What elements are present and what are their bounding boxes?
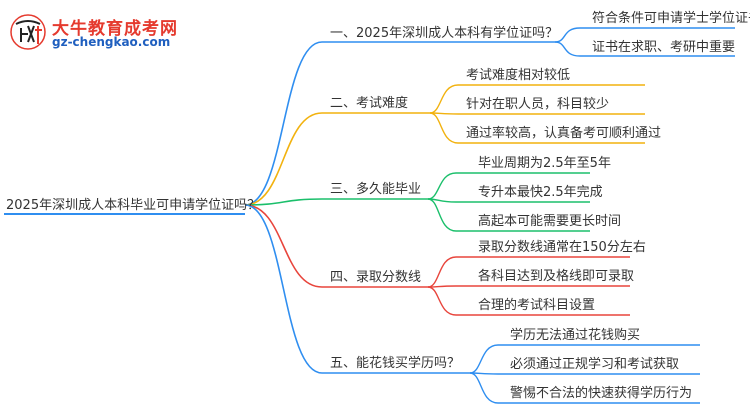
branch-5-leaf-1: 学历无法通过花钱购买: [510, 328, 641, 343]
branch-2-leaf-1: 考试难度相对较低: [466, 68, 571, 83]
branch-2-leaf-1-connector: [429, 84, 459, 114]
branch-5-leaf-1-connector: [469, 344, 499, 374]
branch-4-leaf-3: 合理的考试科目设置: [478, 298, 596, 313]
branch-2-leaf-3-connector: [429, 112, 459, 144]
branch-5-leaf-2: 必须通过正规学习和考试获取: [510, 357, 680, 372]
branch-1-leaf-2-connector: [554, 41, 581, 57]
branch-4-title: 四、录取分数线: [330, 270, 422, 285]
branch-1-title: 一、2025年深圳成人本科有学位证吗？: [330, 26, 559, 41]
branch-2-title: 二、考试难度: [330, 96, 409, 111]
site-logo[interactable]: 大牛教育成考网 gz-chengkao.com: [8, 12, 208, 52]
logo-url: gz-chengkao.com: [52, 35, 171, 49]
branch-5-leaf-3: 警惕不合法的快速获得学历行为: [510, 386, 693, 401]
branch-5-title: 五、能花钱买学历吗？: [330, 356, 461, 371]
branch-4-connector: [244, 204, 323, 288]
bull-logo-icon: [10, 14, 46, 50]
branch-4-leaf-2: 各科目达到及格线即可录取: [478, 269, 635, 284]
branch-1-connector: [244, 41, 323, 206]
branch-4-leaf-1: 录取分数线通常在150分左右: [478, 240, 646, 255]
branch-2-connector: [244, 112, 323, 206]
branch-5-leaf-3-connector: [469, 372, 499, 404]
branch-4-leaf-1-connector: [427, 256, 457, 288]
logo-title: 大牛教育成考网: [52, 19, 178, 39]
branch-3-connector: [244, 198, 323, 206]
branch-3-leaf-2: 专升本最快2.5年完成: [478, 185, 603, 200]
branch-3-leaf-1-connector: [427, 172, 457, 200]
branch-3-leaf-3: 高起本可能需要更长时间: [478, 214, 622, 229]
branch-1-leaf-2: 证书在求职、考研中重要: [592, 40, 736, 55]
branch-4-leaf-3-connector: [427, 286, 457, 316]
root-topic: 2025年深圳成人本科毕业可申请学位证吗？: [6, 198, 261, 213]
branch-3-leaf-1: 毕业周期为2.5年至5年: [478, 156, 611, 171]
branch-3-leaf-3-connector: [427, 198, 457, 232]
branch-2-leaf-3: 通过率较高，认真备考可顺利通过: [466, 126, 662, 141]
branch-3-title: 三、多久能毕业: [330, 182, 422, 197]
branch-5-connector: [244, 204, 323, 374]
branch-1-leaf-1-connector: [554, 27, 581, 43]
branch-2-leaf-2: 针对在职人员，科目较少: [466, 97, 610, 112]
branch-1-leaf-1: 符合条件可申请学士学位证书: [592, 11, 750, 26]
